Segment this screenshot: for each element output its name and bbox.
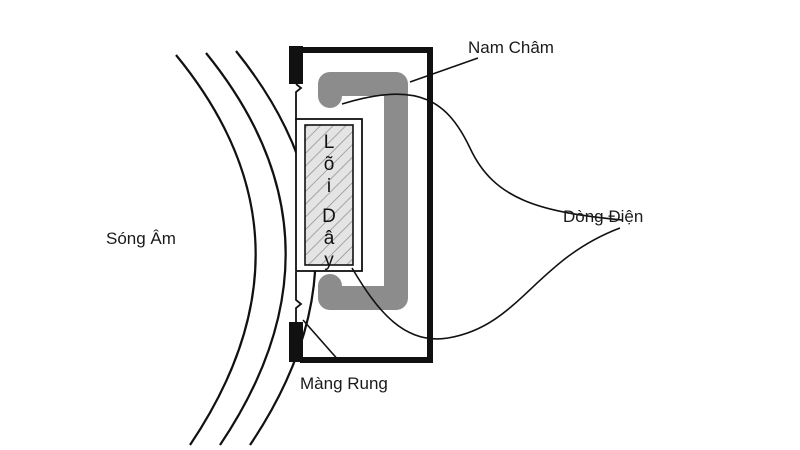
wire-lower — [351, 227, 621, 340]
leader-lines — [302, 57, 479, 363]
housing-bottom-left-block — [289, 322, 303, 362]
magnet-label: Nam Châm — [468, 38, 554, 57]
diaphragm-leader-line — [302, 319, 341, 363]
diaphragm-label: Màng Rung — [300, 374, 388, 393]
wires — [341, 93, 623, 340]
current-label: Dòng Điện — [563, 207, 643, 226]
sound-wave-arc-2 — [205, 52, 287, 446]
housing — [289, 46, 433, 363]
coil-core-hatch — [304, 124, 354, 266]
wire-upper — [341, 93, 623, 221]
housing-top-left-block — [289, 46, 303, 84]
diaphragm-top-edge — [295, 83, 303, 120]
magnet — [318, 72, 408, 310]
magnet-shape — [318, 72, 408, 310]
housing-frame — [300, 47, 433, 363]
sound-wave-arc-1 — [175, 54, 257, 446]
sound-waves-label: Sóng Âm — [106, 229, 176, 248]
sound-waves — [175, 50, 317, 446]
diaphragm — [295, 83, 303, 322]
diaphragm-bottom-edge — [295, 272, 303, 322]
coil-core — [295, 118, 363, 272]
magnet-leader-line — [409, 57, 479, 83]
